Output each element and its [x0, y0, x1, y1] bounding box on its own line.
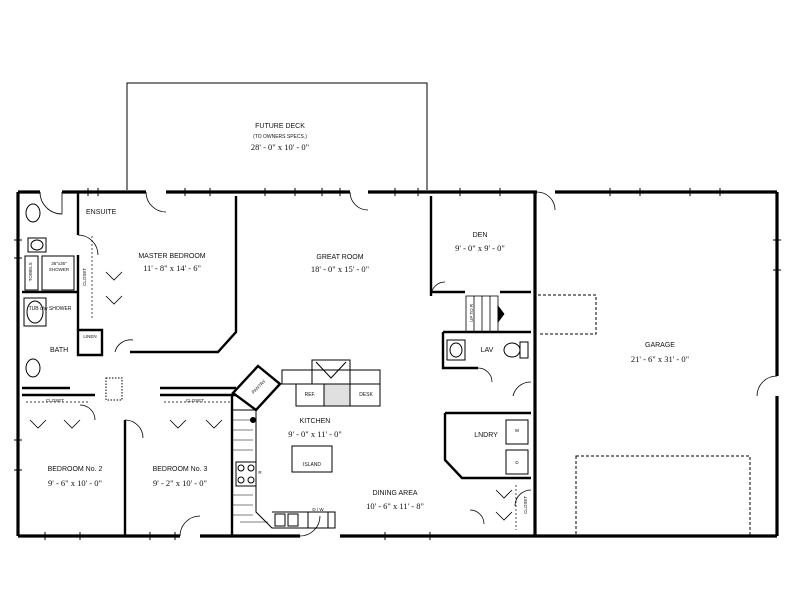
wall-laundry — [443, 411, 531, 480]
lav-label: LAV — [480, 347, 494, 354]
deck-label: FUTURE DECK — [255, 123, 305, 130]
stairs — [465, 295, 505, 333]
bedroom-3-label: BEDROOM No. 3 — [152, 466, 208, 473]
bath-label: BATH — [50, 347, 69, 354]
garage-label: GARAGE — [645, 342, 675, 349]
deck-outline — [126, 82, 428, 190]
ensuite-label: ENSUITE — [86, 209, 117, 216]
great-room-label: GREAT ROOM — [316, 254, 364, 261]
linen-label: LINEN — [83, 334, 97, 339]
kitchen-counter — [232, 409, 336, 529]
den-label: DEN — [472, 232, 488, 239]
deck-size: 28' - 0" x 10' - 0" — [250, 142, 310, 152]
stairs-label: UP TO R — [469, 303, 475, 322]
den-size: 9' - 0" x 9' - 0" — [455, 243, 505, 253]
tub-label: TUB c/w SHOWER — [28, 306, 72, 312]
island — [291, 445, 333, 473]
dishwasher-label: D / W — [312, 507, 324, 512]
towels-label: TOWELS — [28, 262, 34, 282]
laundry-label: LNDRY — [474, 432, 498, 439]
bedroom-2-label: BEDROOM No. 2 — [47, 466, 103, 473]
garage-door-outline — [575, 455, 751, 537]
deck-note: (TO OWNERS SPECS.) — [253, 134, 307, 140]
master-bedroom-label: MASTER BEDROOM — [138, 253, 206, 260]
garage-size: 21' - 6" x 31' - 0" — [630, 354, 690, 364]
wall-master-great — [130, 196, 238, 354]
wall-linen — [76, 328, 104, 357]
ref-label: REF. — [304, 392, 316, 398]
master-bedroom-size: 11' - 8" x 14' - 6" — [143, 263, 201, 273]
shower-label: 36"x36" SHOWER — [48, 261, 70, 272]
desk-label: DESK — [359, 392, 373, 398]
great-room-size: 18' - 0" x 15' - 0" — [310, 264, 370, 274]
dining-label: DINING AREA — [372, 490, 418, 497]
bedroom-3-size: 9' - 2" x 10' - 0" — [153, 478, 207, 488]
closet-garage-label: CLOSET — [523, 495, 529, 514]
closet-master-label: CLOSET — [82, 267, 88, 286]
dining-size: 10' - 6" x 11' - 8" — [366, 501, 424, 511]
kitchen-label: KITCHEN — [299, 418, 331, 425]
island-label: ISLAND — [302, 462, 322, 468]
stair-landing-outline — [538, 294, 597, 335]
washer-label: W — [514, 428, 520, 433]
range-label: R — [258, 470, 262, 475]
closet-bed2-label: CLOSET — [45, 398, 64, 403]
dryer-label: D — [515, 460, 519, 465]
closet-bed3-label: CLOSET — [185, 398, 204, 403]
wall-pantry — [231, 364, 282, 412]
bedroom-2-size: 9' - 6" x 10' - 0" — [48, 478, 102, 488]
kitchen-size: 9' - 0" x 11' - 0" — [288, 429, 342, 439]
